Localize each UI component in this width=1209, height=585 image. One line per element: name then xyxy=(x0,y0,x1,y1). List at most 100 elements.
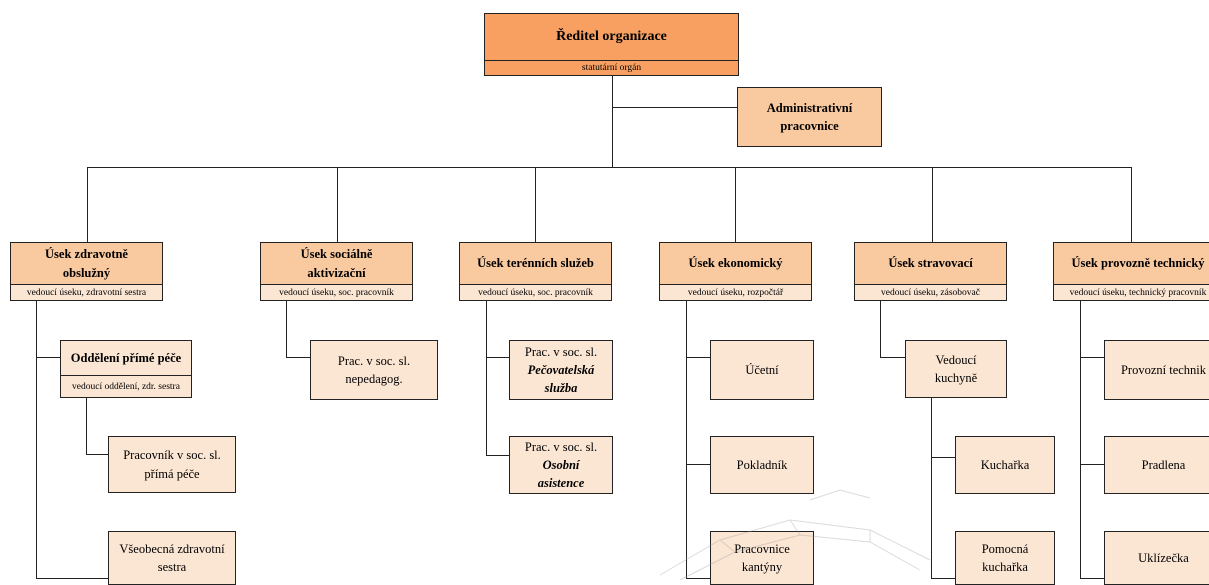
role-cook: Kuchařka xyxy=(955,436,1055,494)
connector xyxy=(36,301,38,579)
section-catering-subtitle: vedoucí úseku, zásobovač xyxy=(854,285,1007,301)
connector xyxy=(337,167,339,242)
connector xyxy=(932,167,934,242)
connector xyxy=(880,301,882,358)
section-catering: Úsek stravovací xyxy=(854,242,1007,285)
role-line: Uklízečka xyxy=(1138,550,1189,565)
role-line: Pracovnice xyxy=(734,541,790,556)
connector xyxy=(87,167,89,242)
role-line: asistence xyxy=(537,476,585,491)
section-technical-subtitle: vedoucí úseku, technický pracovník xyxy=(1053,285,1209,301)
connector xyxy=(1131,167,1133,242)
role-social-worker: Prac. v soc. sl. nepedagog. xyxy=(310,340,438,400)
role-line: služba xyxy=(544,381,578,396)
admin-line1: Administrativní xyxy=(766,100,853,115)
role-line: Pečovatelská xyxy=(527,362,595,377)
section-subtitle: vedoucí úseku, zásobovač xyxy=(881,287,980,298)
connector xyxy=(286,301,288,358)
connector xyxy=(686,357,710,359)
role-operations-technician: Provozní technik xyxy=(1104,340,1209,400)
section-title-line: Úsek stravovací xyxy=(888,256,973,271)
role-line: kuchyně xyxy=(934,371,978,385)
role-line: Účetní xyxy=(745,362,779,377)
role-personal-assistance: Prac. v soc. sl. Osobní asistence xyxy=(509,436,613,494)
role-line: Pradlena xyxy=(1141,457,1186,472)
connector xyxy=(1080,464,1104,466)
section-health-subtitle: vedoucí úseku, zdravotní sestra xyxy=(10,285,163,301)
section-title-line: Úsek provozně technický xyxy=(1071,256,1205,271)
building-watermark-icon xyxy=(659,489,931,581)
section-title-line: aktivizační xyxy=(307,265,366,280)
section-subtitle: vedoucí úseku, soc. pracovník xyxy=(279,287,394,298)
connector xyxy=(1080,578,1104,580)
connector xyxy=(87,167,932,169)
role-line: Prac. v soc. sl. xyxy=(337,353,411,368)
role-line: Osobní xyxy=(542,457,580,472)
connector xyxy=(612,107,737,109)
role-care-service: Prac. v soc. sl. Pečovatelská služba xyxy=(509,340,613,400)
role-direct-care-worker: Pracovník v soc. sl. přímá péče xyxy=(108,436,236,493)
role-line: nepedagog. xyxy=(345,372,403,386)
connector xyxy=(86,398,88,454)
director-box: Ředitel organizace xyxy=(484,13,739,61)
role-laundress: Pradlena xyxy=(1104,436,1209,494)
section-subtitle: vedoucí úseku, technický pracovník xyxy=(1069,287,1207,298)
dept-subtitle: vedoucí oddělení, zdr. sestra xyxy=(72,381,180,392)
role-cleaner: Uklízečka xyxy=(1104,531,1209,585)
connector xyxy=(1080,301,1082,578)
role-line: Pracovník v soc. sl. xyxy=(123,448,221,463)
role-line: kuchařka xyxy=(982,560,1028,574)
connector xyxy=(486,301,488,456)
role-accountant: Účetní xyxy=(710,340,814,400)
connector xyxy=(686,578,710,580)
role-line: Kuchařka xyxy=(980,457,1030,472)
connector xyxy=(36,357,60,359)
connector xyxy=(931,398,933,578)
section-social-subtitle: vedoucí úseku, soc. pracovník xyxy=(260,285,413,301)
section-field: Úsek terénních služeb xyxy=(459,242,612,285)
role-kitchen-helper: Pomocná kuchařka xyxy=(955,531,1055,585)
section-title-line: Úsek zdravotně xyxy=(45,247,128,262)
connector xyxy=(1080,357,1104,359)
dept-title: Oddělení přímé péče xyxy=(70,350,182,365)
section-title-line: Úsek terénních služeb xyxy=(477,256,594,271)
connector xyxy=(931,578,955,580)
connector xyxy=(286,357,310,359)
dept-direct-care: Oddělení přímé péče xyxy=(60,340,192,376)
director-title: Ředitel organizace xyxy=(556,28,667,44)
director-subtitle-box: statutární orgán xyxy=(484,61,739,76)
role-line: sestra xyxy=(157,560,187,574)
role-line: Prac. v soc. sl. xyxy=(524,344,598,359)
connector xyxy=(932,167,1132,169)
dept-direct-care-subtitle: vedoucí oddělení, zdr. sestra xyxy=(60,376,192,398)
section-economic-subtitle: vedoucí úseku, rozpočtář xyxy=(659,285,812,301)
connector xyxy=(36,578,108,580)
section-field-subtitle: vedoucí úseku, soc. pracovník xyxy=(459,285,612,301)
role-line: Pokladník xyxy=(736,457,788,472)
section-subtitle: vedoucí úseku, rozpočtář xyxy=(687,287,784,298)
connector xyxy=(486,357,509,359)
role-line: Vedoucí xyxy=(935,352,977,367)
role-kitchen-head: Vedoucí kuchyně xyxy=(905,340,1007,398)
section-title-line: Úsek ekonomický xyxy=(688,256,783,271)
section-economic: Úsek ekonomický xyxy=(659,242,812,285)
role-line: Prac. v soc. sl. xyxy=(524,439,598,454)
connector xyxy=(486,455,509,457)
admin-line2: pracovnice xyxy=(780,119,839,133)
role-line: kantýny xyxy=(741,560,783,574)
connector xyxy=(931,457,955,459)
section-health: Úsek zdravotně obslužný xyxy=(10,242,163,285)
admin-box: Administrativní pracovnice xyxy=(737,87,882,147)
role-general-nurse: Všeobecná zdravotní sestra xyxy=(108,531,236,585)
connector xyxy=(535,167,537,242)
section-subtitle: vedoucí úseku, zdravotní sestra xyxy=(26,287,147,298)
role-line: Provozní technik xyxy=(1120,362,1207,377)
connector xyxy=(612,75,614,168)
section-title-line: obslužný xyxy=(62,265,111,280)
section-title-line: Úsek sociálně xyxy=(300,247,373,262)
role-cashier: Pokladník xyxy=(710,436,814,494)
role-line: přímá péče xyxy=(144,466,200,481)
connector xyxy=(86,454,108,456)
section-technical: Úsek provozně technický xyxy=(1053,242,1209,285)
